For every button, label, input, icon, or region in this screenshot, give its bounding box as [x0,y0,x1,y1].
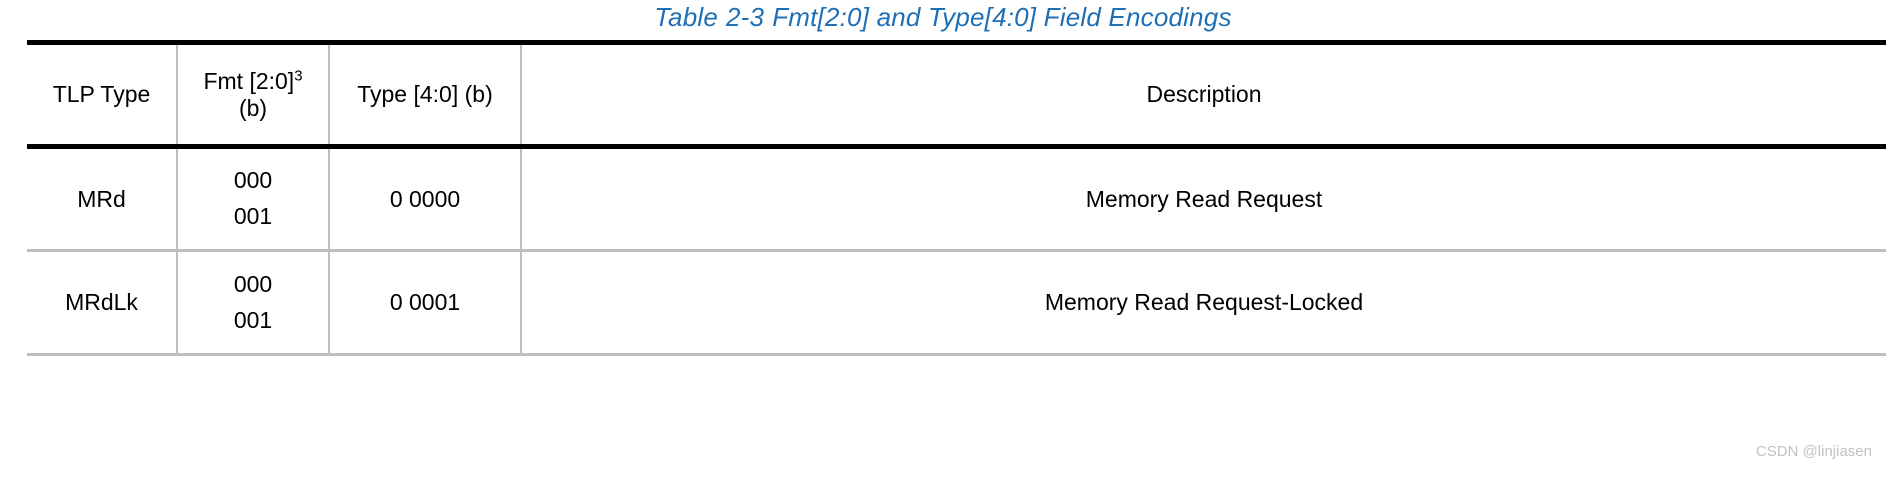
column-header-fmt: Fmt [2:0]3 (b) [176,40,330,149]
table-row: MRdLk 000 001 0 0001 Memory Read Request… [27,250,1886,356]
column-header-description: Description [520,40,1886,149]
cell-fmt: 000 001 [176,250,330,356]
fmt-bits-line-1: 000 [233,167,273,194]
cell-description: Memory Read Request-Locked [520,250,1886,356]
fmt-bits-line-1: 000 [233,270,273,297]
cell-tlp-type: MRd [27,146,178,252]
table-row: MRd 000 001 0 0000 Memory Read Request [27,146,1886,252]
column-header-fmt-units: (b) [238,94,268,121]
watermark: CSDN @linjiasen [1755,443,1872,460]
cell-type: 0 0000 [328,146,522,252]
caption-label: Table [654,2,718,32]
fmt-bits: 000 001 [184,267,322,338]
caption-text: Fmt[2:0] and Type[4:0] Field Encodings [772,2,1232,32]
cell-description: Memory Read Request [520,146,1886,252]
cell-type: 0 0001 [328,250,522,356]
cell-tlp-type: MRdLk [27,250,178,356]
cell-fmt: 000 001 [176,146,330,252]
fmt-bits: 000 001 [184,163,322,234]
fmt-type-encodings-table: TLP Type Fmt [2:0]3 (b) Type [4:0] (b) D… [27,40,1886,356]
column-header-type: Type [4:0] (b) [328,40,522,149]
column-header-fmt-text: Fmt [2:0] [203,67,295,94]
fmt-bits-line-2: 001 [233,203,273,229]
table-body: MRd 000 001 0 0000 Memory Read Request M… [27,146,1886,356]
header-row: TLP Type Fmt [2:0]3 (b) Type [4:0] (b) D… [27,40,1886,149]
table-header: TLP Type Fmt [2:0]3 (b) Type [4:0] (b) D… [27,40,1886,149]
fmt-bits-line-2: 001 [233,306,273,333]
caption-number: 2-3 [726,2,765,32]
column-header-tlp-type: TLP Type [27,40,178,149]
table-container: TLP Type Fmt [2:0]3 (b) Type [4:0] (b) D… [27,40,1886,356]
column-header-fmt-footnote: 3 [294,66,303,84]
